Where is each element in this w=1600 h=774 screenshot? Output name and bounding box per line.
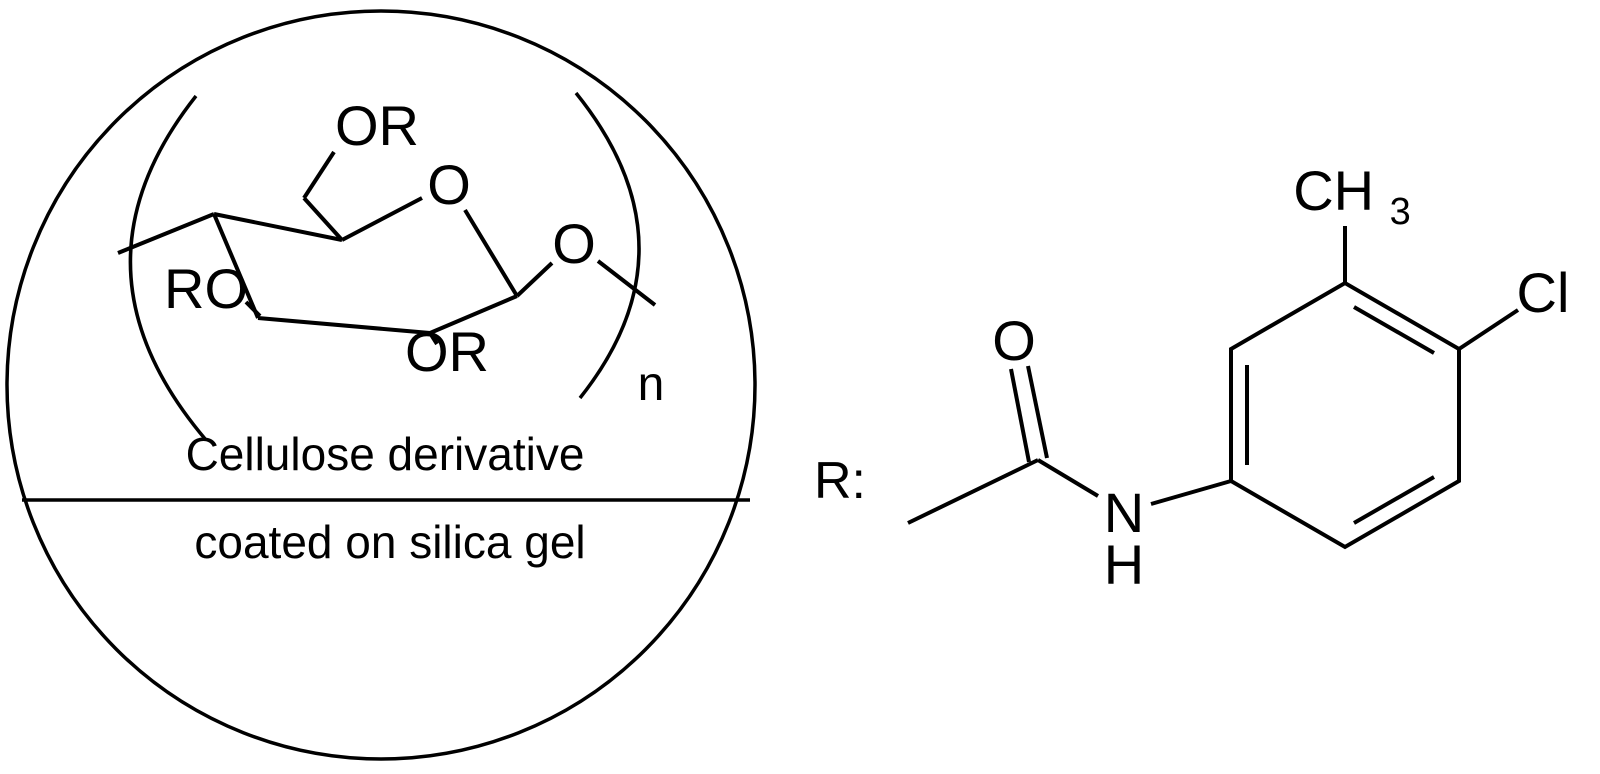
c1-ring-oxygen-bond (463, 208, 519, 298)
methyl-main-text: CH (1293, 159, 1374, 222)
caption-line-1: Cellulose derivative (186, 428, 585, 480)
ro-left-label: RO (164, 257, 248, 320)
c4-c3-bond (212, 213, 260, 319)
glycosidic-chain-out-bond (596, 259, 657, 307)
ring-oxygen-c5-bond (341, 196, 423, 242)
benzene-ring (1229, 226, 1520, 550)
c3-c2-bond (257, 316, 431, 335)
or-bottom-label: OR (405, 320, 489, 383)
carbonyl-double-bond-b (1026, 365, 1049, 459)
benzene-inner-double-bottomright (1353, 475, 1435, 525)
c3-ro-bond (244, 300, 262, 318)
silica-bead-circle (5, 9, 757, 761)
methyl-stub-bond (907, 458, 1039, 525)
amide-nitrogen-label: N (1104, 481, 1144, 544)
ring-oxygen-label: O (427, 153, 471, 216)
c5-c6-bond (302, 196, 344, 242)
caption-line-2: coated on silica gel (194, 516, 585, 568)
benzene-outer-hexagon (1229, 280, 1461, 550)
c1-glycosidic-oxygen-bond (515, 261, 554, 298)
chlorine-label: Cl (1517, 261, 1570, 324)
c6-or-top-bond (302, 150, 336, 200)
carbonyl-double-bond-a (1009, 368, 1031, 463)
c2-or-bottom-bond (428, 331, 439, 346)
amide-hydrogen-label: H (1104, 533, 1144, 596)
acetamide-bonds (907, 365, 1232, 525)
nitrogen-ring-bond (1150, 479, 1232, 506)
c5-c4-bond (213, 212, 343, 242)
glycosidic-oxygen-label: O (552, 212, 596, 275)
methyl-subscript: 3 (1390, 191, 1411, 233)
r-group-label: R: (814, 452, 866, 510)
chloro-substituent-bond (1457, 308, 1520, 351)
or-top-label: OR (335, 94, 419, 157)
benzene-inner-double-topright (1353, 305, 1435, 355)
glucose-ring-bonds (117, 150, 657, 346)
left-parenthesis (128, 94, 208, 442)
carbonyl-oxygen-label: O (992, 309, 1036, 372)
repeat-n-label: n (638, 358, 665, 411)
right-parenthesis (574, 91, 641, 400)
c2-c1-bond (429, 294, 518, 335)
chain-in-bond (117, 212, 215, 255)
carbonyl-nitrogen-bond (1036, 458, 1100, 498)
methyl-label: CH 3 (1293, 159, 1411, 233)
